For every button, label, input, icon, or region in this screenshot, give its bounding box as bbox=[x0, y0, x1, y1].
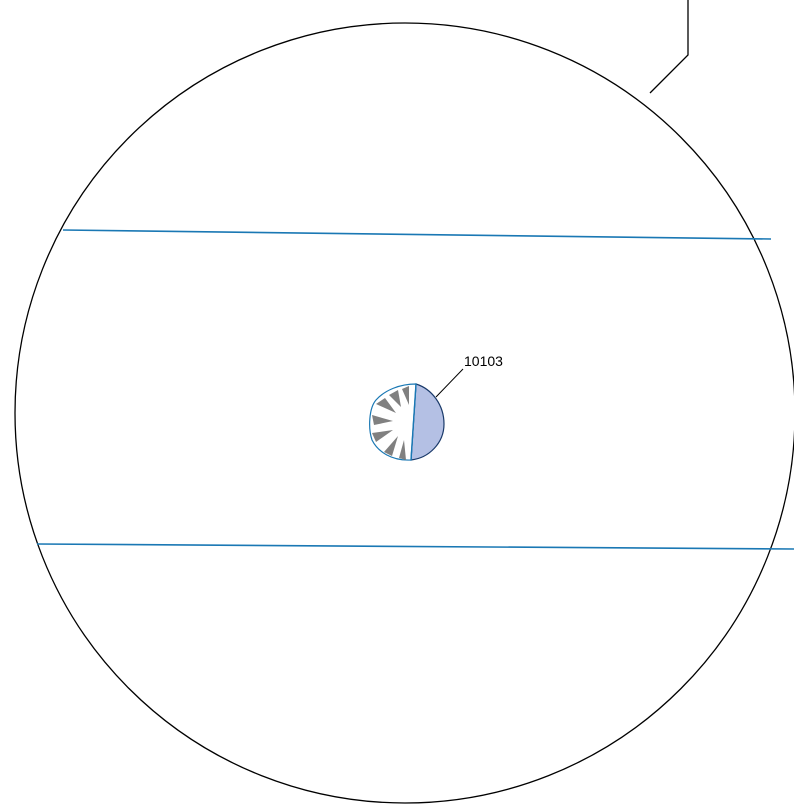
part-shaded-half bbox=[410, 383, 445, 461]
part-10103 bbox=[369, 383, 445, 461]
callout-leader-10103 bbox=[435, 368, 464, 398]
callout-label-10103: 10103 bbox=[464, 353, 503, 369]
band-line-upper bbox=[62, 229, 772, 240]
detail-circle bbox=[14, 22, 794, 804]
detail-leader-line bbox=[649, 0, 689, 94]
part-teeth bbox=[372, 386, 409, 460]
band-line-lower bbox=[36, 543, 794, 550]
part-divider bbox=[410, 383, 417, 461]
